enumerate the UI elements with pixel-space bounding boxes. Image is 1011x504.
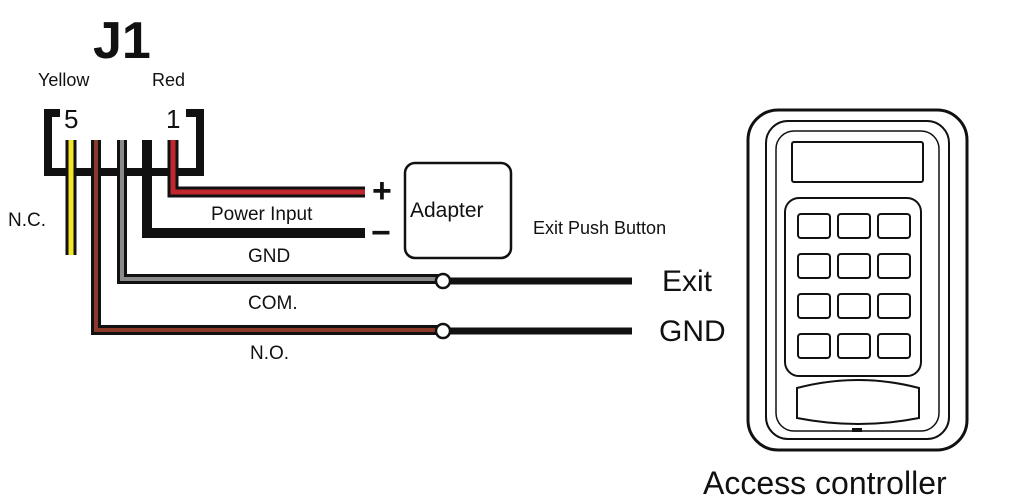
- yellow-wire-label: Yellow: [38, 70, 90, 90]
- keypad-key: [877, 253, 911, 279]
- pin-1-label: 1: [166, 104, 180, 134]
- lcd-screen: [791, 141, 924, 183]
- keypad-key: [837, 333, 871, 359]
- gnd-terminal-label: GND: [659, 315, 726, 348]
- wire-red: [167, 140, 365, 198]
- adapter-plus-sign: +: [372, 172, 392, 210]
- wire-gray-com: [117, 140, 440, 284]
- keypad-keys: [797, 213, 911, 359]
- card-reader-area: [796, 379, 920, 425]
- wire-brown-no: [91, 140, 440, 335]
- adapter-label: Adapter: [410, 199, 484, 222]
- access-controller-label: Access controller: [703, 465, 947, 501]
- adapter-minus-sign: −: [371, 214, 391, 252]
- led-indicator: [852, 428, 862, 432]
- keypad-key: [877, 213, 911, 239]
- keypad-key: [837, 213, 871, 239]
- keypad-key: [837, 253, 871, 279]
- exit-button-contact-top: [434, 272, 632, 290]
- exit-terminal-label: Exit: [662, 265, 713, 298]
- keypad-key: [797, 213, 831, 239]
- no-label: N.O.: [250, 343, 289, 364]
- pin-5-label: 5: [64, 104, 78, 134]
- gnd-wire-label: GND: [248, 246, 290, 267]
- keypad-key: [797, 253, 831, 279]
- power-input-label: Power Input: [211, 204, 313, 225]
- exit-button-contact-bottom: [434, 322, 632, 340]
- nc-label: N.C.: [8, 210, 46, 231]
- keypad-key: [797, 333, 831, 359]
- keypad-key: [877, 293, 911, 319]
- com-label: COM.: [248, 293, 298, 314]
- keypad-key: [877, 333, 911, 359]
- keypad-key: [797, 293, 831, 319]
- adapter-box: [403, 161, 513, 260]
- connector-title: J1: [93, 12, 151, 70]
- access-controller-device: [746, 108, 969, 452]
- wire-black-gnd: [142, 140, 365, 238]
- keypad-panel: [784, 197, 922, 377]
- keypad-key: [837, 293, 871, 319]
- exit-push-button-label: Exit Push Button: [533, 218, 666, 238]
- red-wire-label: Red: [152, 70, 185, 90]
